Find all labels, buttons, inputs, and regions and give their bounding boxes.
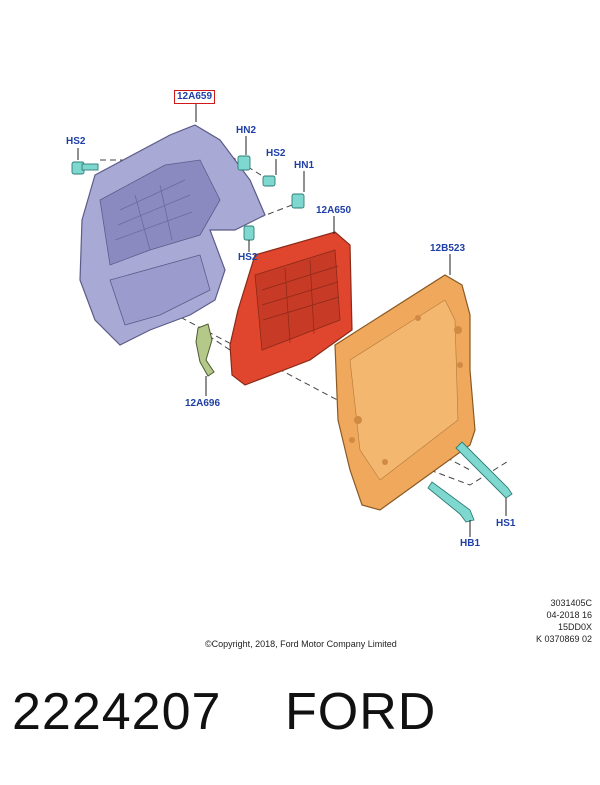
nut-right	[291, 193, 305, 209]
meta-line-3: 15DD0X	[557, 622, 592, 632]
callout-nut-right[interactable]: HN1	[294, 160, 315, 171]
screw-mid-top	[262, 175, 276, 187]
callout-nut-top[interactable]: HN2	[236, 125, 257, 136]
callout-bracket[interactable]: 12A696	[185, 398, 221, 409]
callout-screw-mid-bottom[interactable]: HS2	[238, 252, 258, 263]
callout-bolt-right[interactable]: HS1	[496, 518, 516, 529]
part-number: 2224207	[12, 683, 222, 741]
nut-top	[237, 155, 251, 171]
copyright-text: ©Copyright, 2018, Ford Motor Company Lim…	[205, 639, 397, 649]
callout-screw-mid-top[interactable]: HS2	[266, 148, 286, 159]
callout-plate[interactable]: 12B523	[430, 243, 466, 254]
fasteners	[71, 155, 513, 523]
meta-line-2: 04-2018 16	[546, 610, 592, 620]
meta-block: 3031405C 04-2018 16 15DD0X K 0370869 02	[536, 597, 592, 645]
housing-part	[79, 124, 266, 346]
callout-screw-left[interactable]: HS2	[66, 136, 86, 147]
bracket-part	[195, 323, 215, 377]
callout-bolt-bottom[interactable]: HB1	[460, 538, 481, 549]
bolt-bottom	[427, 481, 475, 523]
callout-housing[interactable]: 12A659	[174, 90, 216, 104]
control-module-part	[229, 231, 353, 386]
leader-lines	[77, 103, 507, 537]
screw-left-shank	[81, 163, 99, 171]
brand-name: FORD	[285, 683, 437, 741]
meta-line-4: K 0370869 02	[535, 634, 592, 644]
bolt-right	[455, 441, 513, 499]
mounting-plate-part	[334, 274, 476, 511]
meta-line-1: 3031405C	[550, 598, 592, 608]
screw-mid-bottom	[243, 225, 255, 241]
callout-module[interactable]: 12A650	[316, 205, 352, 216]
